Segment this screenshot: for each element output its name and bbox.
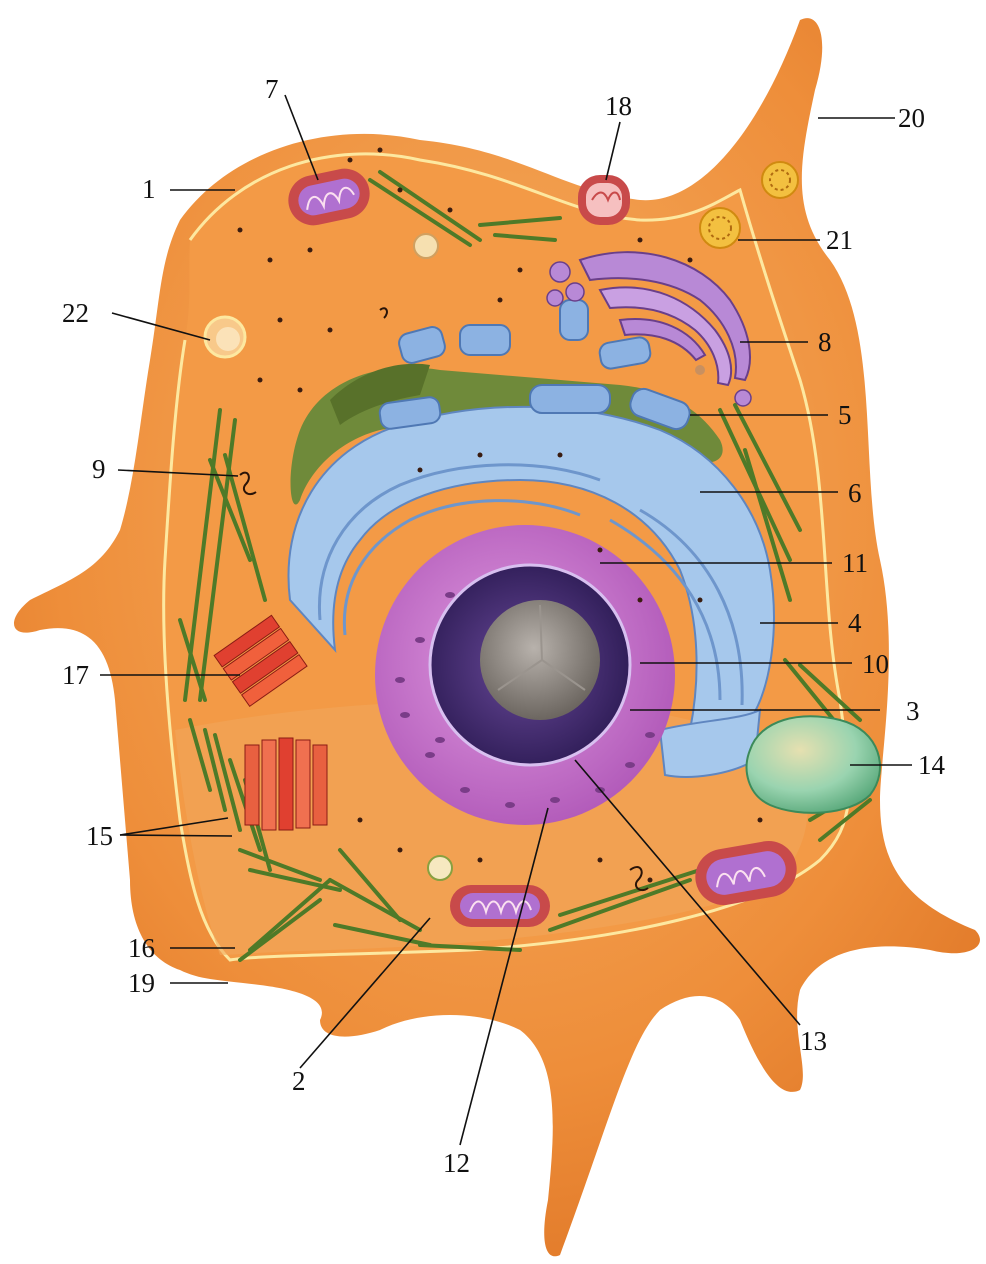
label-6: 6 — [848, 478, 862, 508]
label-7: 7 — [265, 74, 279, 104]
mitochondrion-bottom-left — [450, 885, 550, 927]
label-11: 11 — [842, 548, 868, 578]
label-13: 13 — [800, 1026, 827, 1056]
label-2: 2 — [292, 1066, 306, 1096]
label-5: 5 — [838, 400, 852, 430]
label-18: 18 — [605, 91, 632, 121]
label-3: 3 — [906, 696, 920, 726]
label-9: 9 — [92, 454, 106, 484]
label-21: 21 — [826, 225, 853, 255]
nucleus — [375, 525, 675, 825]
label-20: 20 — [898, 103, 925, 133]
label-14: 14 — [918, 750, 946, 780]
label-22: 22 — [62, 298, 89, 328]
label-4: 4 — [848, 608, 862, 638]
label-8: 8 — [818, 327, 832, 357]
label-19: 19 — [128, 968, 155, 998]
label-17: 17 — [62, 660, 89, 690]
label-12: 12 — [443, 1148, 470, 1178]
centriole-2 — [245, 738, 327, 830]
pinocytotic-vesicle — [205, 317, 245, 357]
label-1: 1 — [142, 174, 156, 204]
label-15: 15 — [86, 821, 113, 851]
label-10: 10 — [862, 649, 889, 679]
label-16: 16 — [128, 933, 155, 963]
mitochondrion-small — [578, 175, 630, 225]
